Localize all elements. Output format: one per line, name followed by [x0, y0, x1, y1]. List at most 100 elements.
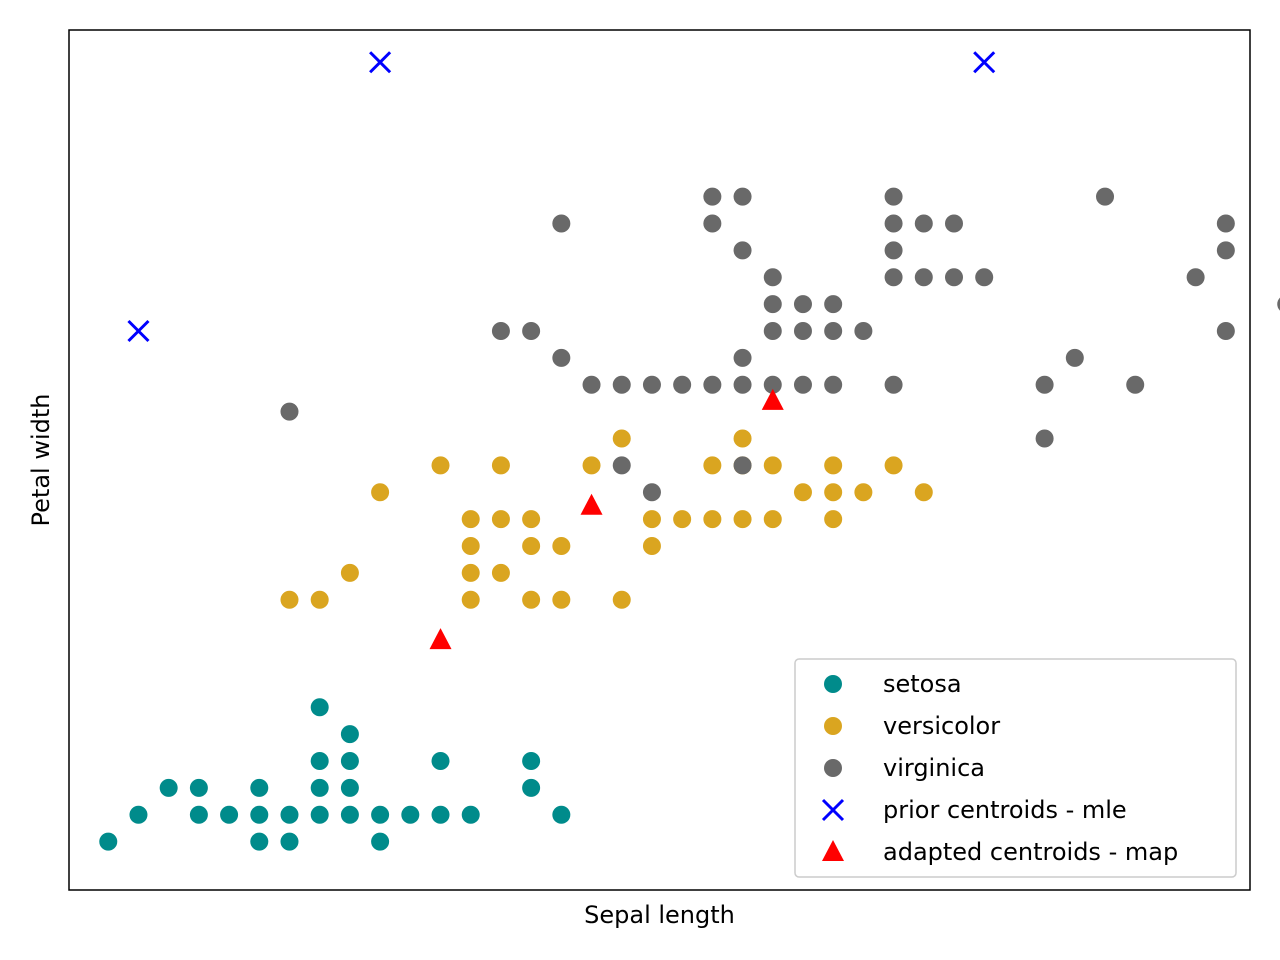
- versicolor-point: [824, 483, 843, 502]
- virginica-point: [793, 375, 812, 394]
- versicolor-point: [491, 456, 510, 475]
- versicolor-point: [461, 537, 480, 555]
- virginica-point: [1065, 348, 1084, 367]
- virginica-point: [944, 214, 963, 233]
- legend-label-adapted-centroids-map: adapted centroids - map: [883, 838, 1178, 866]
- series-versicolor: [280, 429, 933, 609]
- versicolor-point: [461, 563, 480, 582]
- setosa-point: [310, 698, 329, 717]
- virginica-point: [763, 375, 782, 394]
- setosa-point: [371, 832, 390, 851]
- setosa-point: [522, 752, 541, 770]
- virginica-point: [1035, 375, 1054, 394]
- virginica-point: [1216, 241, 1235, 260]
- versicolor-point: [763, 456, 782, 475]
- versicolor-point: [522, 590, 541, 609]
- versicolor-point: [280, 590, 299, 609]
- virginica-point: [552, 214, 571, 233]
- legend-label-virginica: virginica: [883, 754, 985, 782]
- setosa-point: [250, 805, 269, 824]
- setosa-point: [159, 778, 178, 797]
- setosa-point: [431, 752, 450, 770]
- virginica-point: [1216, 322, 1235, 340]
- virginica-point: [884, 375, 903, 394]
- virginica-point: [1126, 375, 1145, 394]
- setosa-point: [250, 832, 269, 851]
- versicolor-point: [431, 456, 450, 475]
- versicolor-point: [371, 483, 390, 502]
- versicolor-point: [552, 590, 571, 609]
- prior-centroids-mle-point: [127, 319, 150, 343]
- versicolor-point: [582, 456, 601, 475]
- versicolor-point: [914, 483, 933, 502]
- setosa-point: [280, 805, 299, 824]
- legend-marker-setosa: [824, 675, 842, 693]
- versicolor-point: [461, 590, 480, 609]
- versicolor-point: [763, 510, 782, 529]
- virginica-point: [944, 268, 963, 287]
- virginica-point: [673, 375, 692, 394]
- x-axis-label: Sepal length: [584, 901, 735, 929]
- versicolor-point: [703, 456, 722, 475]
- adapted-centroids-map-point: [761, 388, 784, 410]
- setosa-point: [310, 778, 329, 797]
- versicolor-point: [491, 510, 510, 529]
- virginica-point: [793, 322, 812, 340]
- versicolor-point: [642, 510, 661, 529]
- versicolor-point: [340, 563, 359, 582]
- plot-area-frame: [68, 29, 1251, 891]
- setosa-point: [189, 778, 208, 797]
- virginica-point: [884, 187, 903, 206]
- virginica-point: [280, 402, 299, 421]
- versicolor-point: [552, 537, 571, 555]
- versicolor-point: [461, 510, 480, 529]
- virginica-point: [1035, 429, 1054, 448]
- setosa-point: [310, 805, 329, 824]
- virginica-point: [793, 295, 812, 314]
- virginica-point: [914, 268, 933, 287]
- virginica-point: [491, 322, 510, 340]
- virginica-point: [642, 483, 661, 502]
- setosa-point: [552, 805, 571, 824]
- virginica-point: [733, 375, 752, 394]
- virginica-point: [763, 268, 782, 287]
- setosa-point: [401, 805, 420, 824]
- legend-marker-adapted-centroids-map: [822, 840, 844, 861]
- virginica-point: [1216, 214, 1235, 233]
- virginica-point: [733, 241, 752, 260]
- virginica-point: [703, 214, 722, 233]
- versicolor-point: [642, 537, 661, 555]
- setosa-point: [220, 805, 239, 824]
- virginica-point: [703, 375, 722, 394]
- setosa-point: [99, 832, 118, 851]
- virginica-point: [824, 295, 843, 314]
- virginica-point: [763, 295, 782, 314]
- setosa-point: [340, 725, 359, 744]
- virginica-point: [642, 375, 661, 394]
- setosa-point: [371, 805, 390, 824]
- virginica-point: [884, 214, 903, 233]
- setosa-point: [461, 805, 480, 824]
- virginica-point: [552, 348, 571, 367]
- prior-centroids-mle-point: [369, 51, 392, 74]
- virginica-point: [703, 187, 722, 206]
- adapted-centroids-map-point: [580, 493, 603, 515]
- virginica-point: [884, 241, 903, 260]
- prior-centroids-mle-point: [973, 51, 996, 74]
- legend-marker-versicolor: [824, 717, 842, 735]
- virginica-point: [854, 322, 873, 340]
- versicolor-point: [491, 563, 510, 582]
- versicolor-point: [612, 590, 631, 609]
- series-virginica: [280, 187, 1280, 502]
- virginica-point: [522, 322, 541, 340]
- virginica-point: [763, 322, 782, 340]
- versicolor-point: [733, 510, 752, 529]
- virginica-point: [733, 187, 752, 206]
- versicolor-point: [612, 429, 631, 448]
- legend-box: [794, 658, 1237, 878]
- virginica-point: [975, 268, 994, 287]
- versicolor-point: [854, 483, 873, 502]
- versicolor-point: [310, 590, 329, 609]
